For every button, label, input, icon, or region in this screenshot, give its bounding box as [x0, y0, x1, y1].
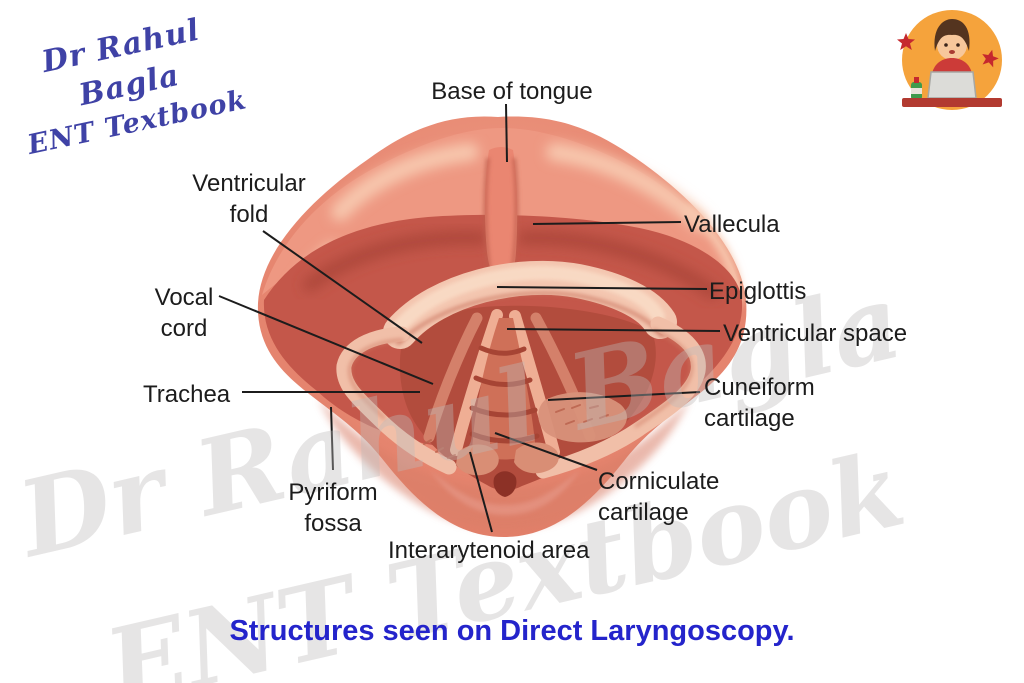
leader-vallecula: [532, 221, 682, 225]
corniculate-left-shape: [456, 444, 499, 476]
trachea-lumen-shape: [472, 318, 536, 460]
diagram-title: Structures seen on Direct Laryngoscopy.: [229, 615, 795, 647]
vallecula-shadows: [303, 230, 719, 299]
leader-pyriform: [330, 406, 334, 471]
aryepiglottic-folds-shape: [336, 316, 706, 479]
label-corniculate-cartilage: Corniculate cartilage: [598, 468, 720, 526]
label-vallecula: Vallecula: [684, 211, 780, 238]
leader-cuneiform: [547, 391, 701, 401]
trachea-rings-shape: [469, 345, 540, 444]
leader-lines: [218, 103, 721, 533]
logo-eye-right: [956, 43, 960, 47]
logo-star-right-icon: [982, 49, 999, 68]
fold-texture: [423, 404, 609, 459]
median-fold-edges: [483, 157, 519, 269]
epiglottis-shape: [383, 260, 677, 349]
leader-vocal-cord: [218, 295, 434, 385]
leader-interarytenoid: [469, 451, 493, 533]
logo-eye-left: [944, 43, 948, 47]
logo-laptop: [927, 71, 977, 99]
leader-corniculate: [494, 432, 598, 471]
vocal-cords-shape: [450, 309, 560, 458]
label-ventricular-space: Ventricular space: [723, 320, 908, 347]
leader-ventricular-fold: [262, 230, 423, 344]
postcricoid-wall-shape: [430, 470, 580, 515]
logo-star-left-icon: [897, 33, 915, 50]
leader-epiglottis: [496, 286, 708, 290]
label-trachea: Trachea: [143, 381, 231, 408]
label-interarytenoid-area: Interarytenoid area: [388, 537, 590, 564]
cuneiform-cartilage-shape: [538, 392, 627, 443]
logo-shirt: [932, 58, 972, 74]
leader-ventricular-space: [506, 328, 721, 332]
median-fold-shape: [484, 147, 518, 280]
corniculate-right-shape: [514, 442, 559, 474]
logo-bottle-label: [911, 88, 922, 94]
label-epiglottis: Epiglottis: [709, 278, 807, 305]
logo-face: [937, 30, 967, 60]
logo-hair: [934, 19, 970, 51]
label-base-of-tongue: Base of tongue: [431, 78, 593, 105]
label-pyriform-fossa: Pyriform fossa: [288, 479, 378, 537]
label-vocal-cord: Vocal cord: [154, 284, 214, 342]
lower-wall-shadow: [318, 398, 690, 530]
logo-mouth: [949, 50, 955, 54]
interarytenoid-notch-shape: [493, 471, 517, 497]
label-ventricular-fold: Ventricular fold: [192, 170, 306, 228]
boy-at-laptop-logo-icon: [897, 10, 1002, 110]
leader-base-of-tongue: [505, 103, 508, 163]
logo-desk: [902, 98, 1002, 107]
label-cuneiform-cartilage: Cuneiform cartilage: [704, 374, 815, 432]
logo-bottle-cap: [914, 77, 919, 83]
